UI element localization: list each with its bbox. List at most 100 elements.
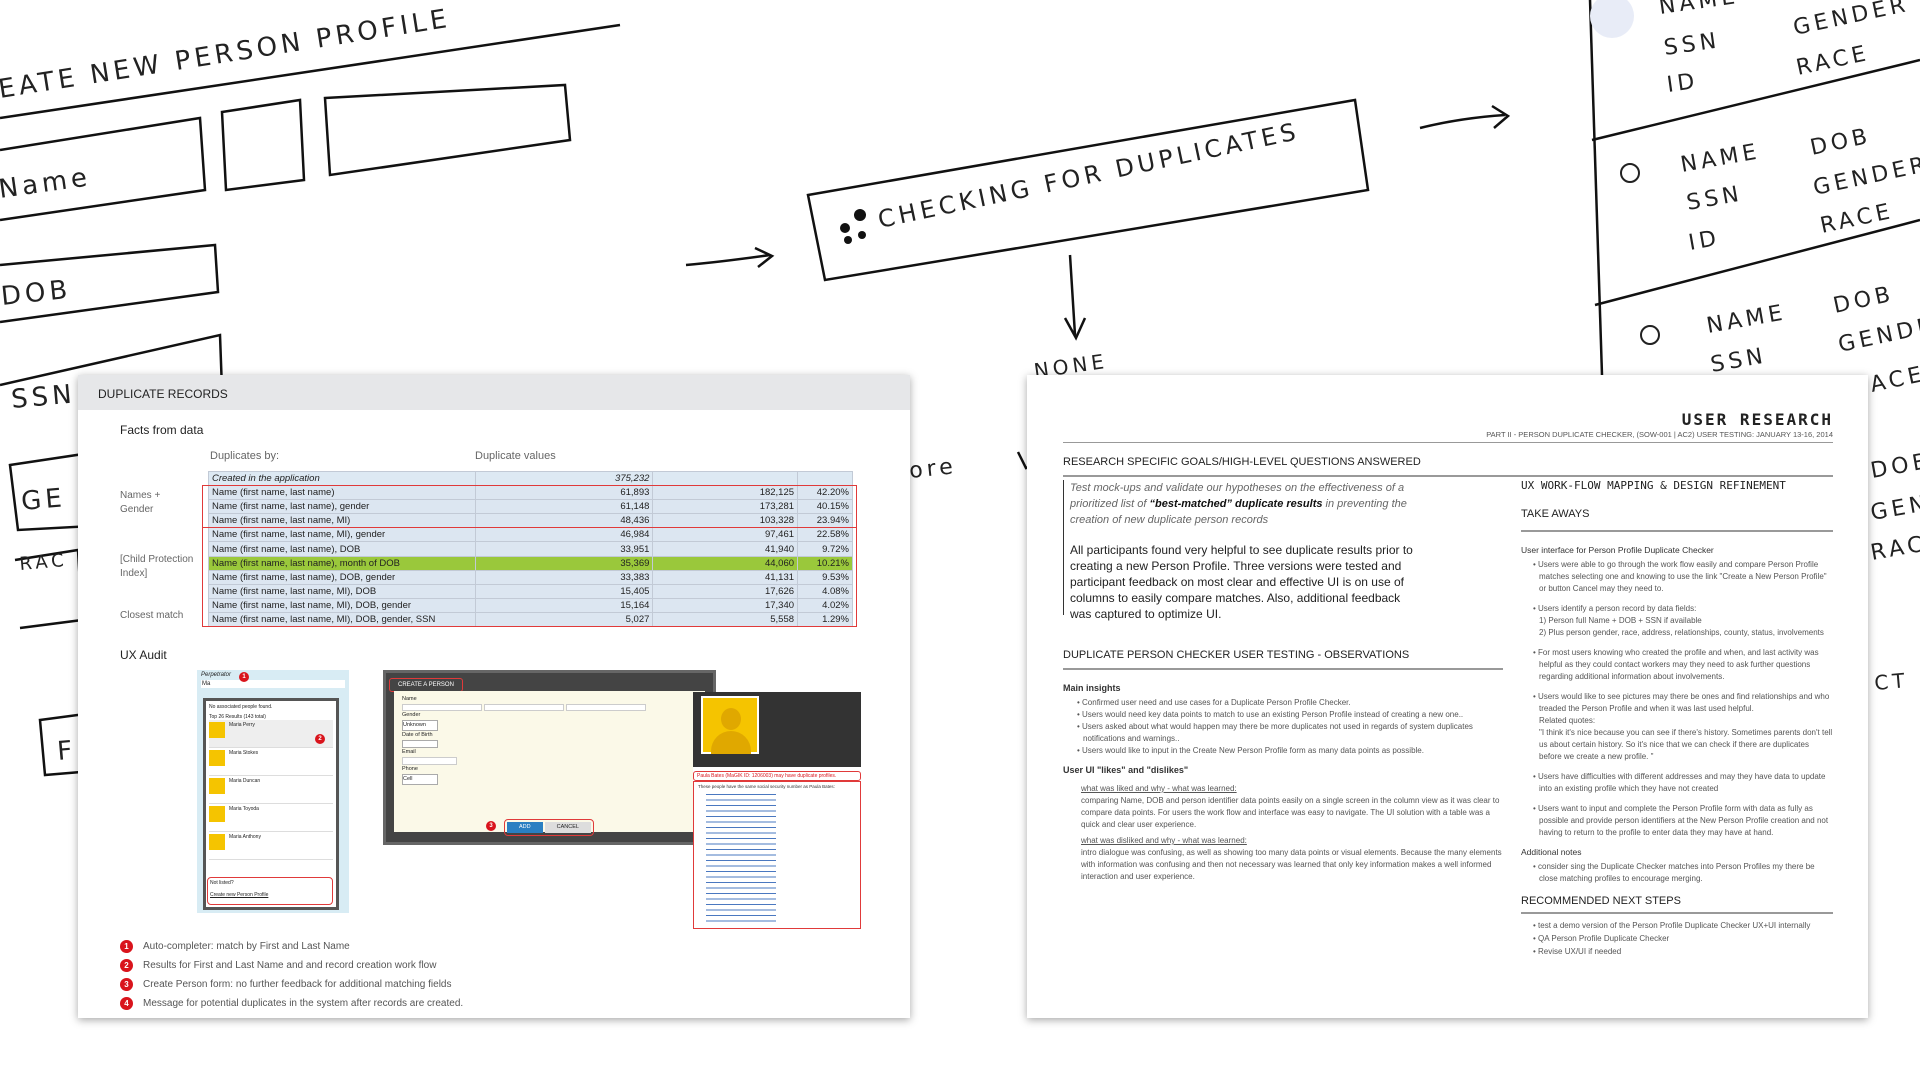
table-cell: Name (first name, last name, MI), DOB, g… <box>208 597 476 613</box>
result-person[interactable]: Maria Perry <box>209 720 333 748</box>
legend-text: Message for potential duplicates in the … <box>143 998 464 1009</box>
table-cell: 15,405 <box>474 583 654 599</box>
create-person-title: CREATE A PERSON <box>389 678 463 692</box>
middle-input[interactable] <box>484 704 564 711</box>
person-name: Maria Perry <box>229 722 255 728</box>
sketch-r1-a: NAME <box>1657 0 1740 20</box>
result-person[interactable]: Maria Duncan <box>209 776 333 804</box>
add-button[interactable]: ADD <box>507 822 543 833</box>
result-person[interactable]: Maria Stokes <box>209 748 333 776</box>
duplicate-warning-screenshot: Paula Bates (MaGIK ID: 1206003) may have… <box>693 692 861 937</box>
quote-a: Test mock-ups and validate our hypothese… <box>1070 482 1405 510</box>
duplicate-records-card: DUPLICATE RECORDS Facts from data Duplic… <box>78 375 910 1018</box>
table-cell: 33,951 <box>474 541 654 557</box>
table-cell: 23.94% <box>797 513 853 529</box>
result-person[interactable]: Maria Toyoda <box>209 804 333 832</box>
table-row: Name (first name, last name, MI), DOB, g… <box>208 597 853 613</box>
phone-select[interactable]: Cell <box>402 774 438 785</box>
not-listed: Not listed? <box>210 880 234 886</box>
create-person-screenshot: CREATE A PERSON Name Gender Unknown Date… <box>383 670 716 845</box>
table-cell: 44,060 <box>652 555 799 571</box>
results-dropdown: No associated people found. Top 26 Resul… <box>203 698 339 910</box>
legend-marker: 1 <box>120 940 133 953</box>
legend-marker: 4 <box>120 997 133 1010</box>
table-cell <box>652 470 799 487</box>
quote-c: in preventing the creation of new duplic… <box>1070 498 1407 526</box>
legend-marker: 2 <box>120 959 133 972</box>
bullet-item: • QA Person Profile Duplicate Checker <box>1533 934 1670 943</box>
table-cell: 375,232 <box>474 470 654 487</box>
sketch-ct: CT <box>1873 668 1909 695</box>
name-label: Name <box>402 696 417 702</box>
bullet-item: • Confirmed user need and use cases for … <box>1077 698 1351 707</box>
sketch-r1-b: GENDER <box>1791 0 1911 41</box>
sketch-edge-dob: DOB <box>1869 449 1920 484</box>
sketch-r1-e: ID <box>1665 69 1700 98</box>
perp-input[interactable]: Ma <box>201 680 345 688</box>
bullet-item: • Users were able to go through the work… <box>1533 560 1827 593</box>
table-cell: 46,984 <box>474 527 654 543</box>
table-cell: 97,461 <box>652 527 799 543</box>
gender-label: Gender <box>402 712 421 718</box>
bullet-item: • For most users knowing who created the… <box>1533 648 1819 681</box>
table-cell: 61,148 <box>474 499 654 515</box>
sketch-r3-a: NAME <box>1705 300 1789 339</box>
last-input[interactable] <box>566 704 646 711</box>
table-cell: Name (first name, last name), DOB <box>208 541 476 557</box>
disliked-heading: what was disliked and why - what was lea… <box>1081 836 1247 845</box>
sketch-r1-c: SSN <box>1662 28 1721 61</box>
table-cell: 9.72% <box>797 541 853 557</box>
first-input[interactable] <box>402 704 482 711</box>
legend-text: Auto-completer: match by First and Last … <box>143 941 350 952</box>
duplicate-links[interactable] <box>706 791 776 926</box>
table-row: Name (first name, last name), month of D… <box>208 555 853 571</box>
bullet-item: • Users want to input and complete the P… <box>1533 804 1829 837</box>
legend-item: 1 Auto-completer: match by First and Last… <box>120 937 463 956</box>
liked-heading: what was liked and why - what was learne… <box>1081 784 1237 793</box>
sketch-r3-c: SSN <box>1709 343 1769 377</box>
legend-item: 4 Message for potential duplicates in the… <box>120 994 463 1013</box>
table-cell: 103,328 <box>652 513 799 529</box>
dob-input[interactable] <box>402 740 438 748</box>
table-cell: 41,940 <box>652 541 799 557</box>
top-results: Top 26 Results (143 total) <box>209 714 266 720</box>
marker-3: 3 <box>486 821 496 831</box>
perp-label: Perpetrator <box>201 672 232 678</box>
none-found: No associated people found. <box>209 704 273 710</box>
gender-select[interactable]: Unknown <box>402 720 438 731</box>
side-label-names: Names + Gender <box>120 490 161 515</box>
table-cell: 42.20% <box>797 485 853 501</box>
legend-marker: 3 <box>120 978 133 991</box>
cancel-button[interactable]: CANCEL <box>544 822 591 833</box>
sketch-r3-b: DOB <box>1831 282 1896 319</box>
next-steps-heading: RECOMMENDED NEXT STEPS <box>1521 895 1681 907</box>
table-cell: 5,558 <box>652 611 799 628</box>
table-cell: 182,125 <box>652 485 799 501</box>
table-cell: 15,164 <box>474 597 654 613</box>
additional-notes-heading: Additional notes <box>1521 847 1582 857</box>
person-name: Maria Stokes <box>229 750 259 756</box>
bullet-item: • test a demo version of the Person Prof… <box>1533 921 1811 930</box>
sketch-r2-c: SSN <box>1685 181 1745 215</box>
table-row: Name (first name, last name, MI), gender… <box>208 527 853 543</box>
goals-block: Test mock-ups and validate our hypothese… <box>1063 480 1423 621</box>
table-cell: Created in the application <box>208 470 476 487</box>
table-cell: 4.08% <box>797 583 853 599</box>
bullet-item: • Users would need key data points to ma… <box>1077 710 1464 719</box>
create-new-profile-link[interactable]: Create new Person Profile <box>210 892 269 898</box>
table-cell: 17,340 <box>652 597 799 613</box>
table-cell: 1.29% <box>797 611 853 628</box>
divider <box>1063 668 1503 670</box>
likes-heading: User UI "likes" and "dislikes" <box>1063 765 1189 775</box>
email-input[interactable] <box>402 757 457 765</box>
table-cell: 41,131 <box>652 569 799 585</box>
dup-values-label: Duplicate values <box>475 450 556 462</box>
result-person[interactable]: Maria Anthony <box>209 832 333 860</box>
main-insights-heading: Main insights <box>1063 683 1121 693</box>
sketch-name: Name <box>0 162 93 205</box>
